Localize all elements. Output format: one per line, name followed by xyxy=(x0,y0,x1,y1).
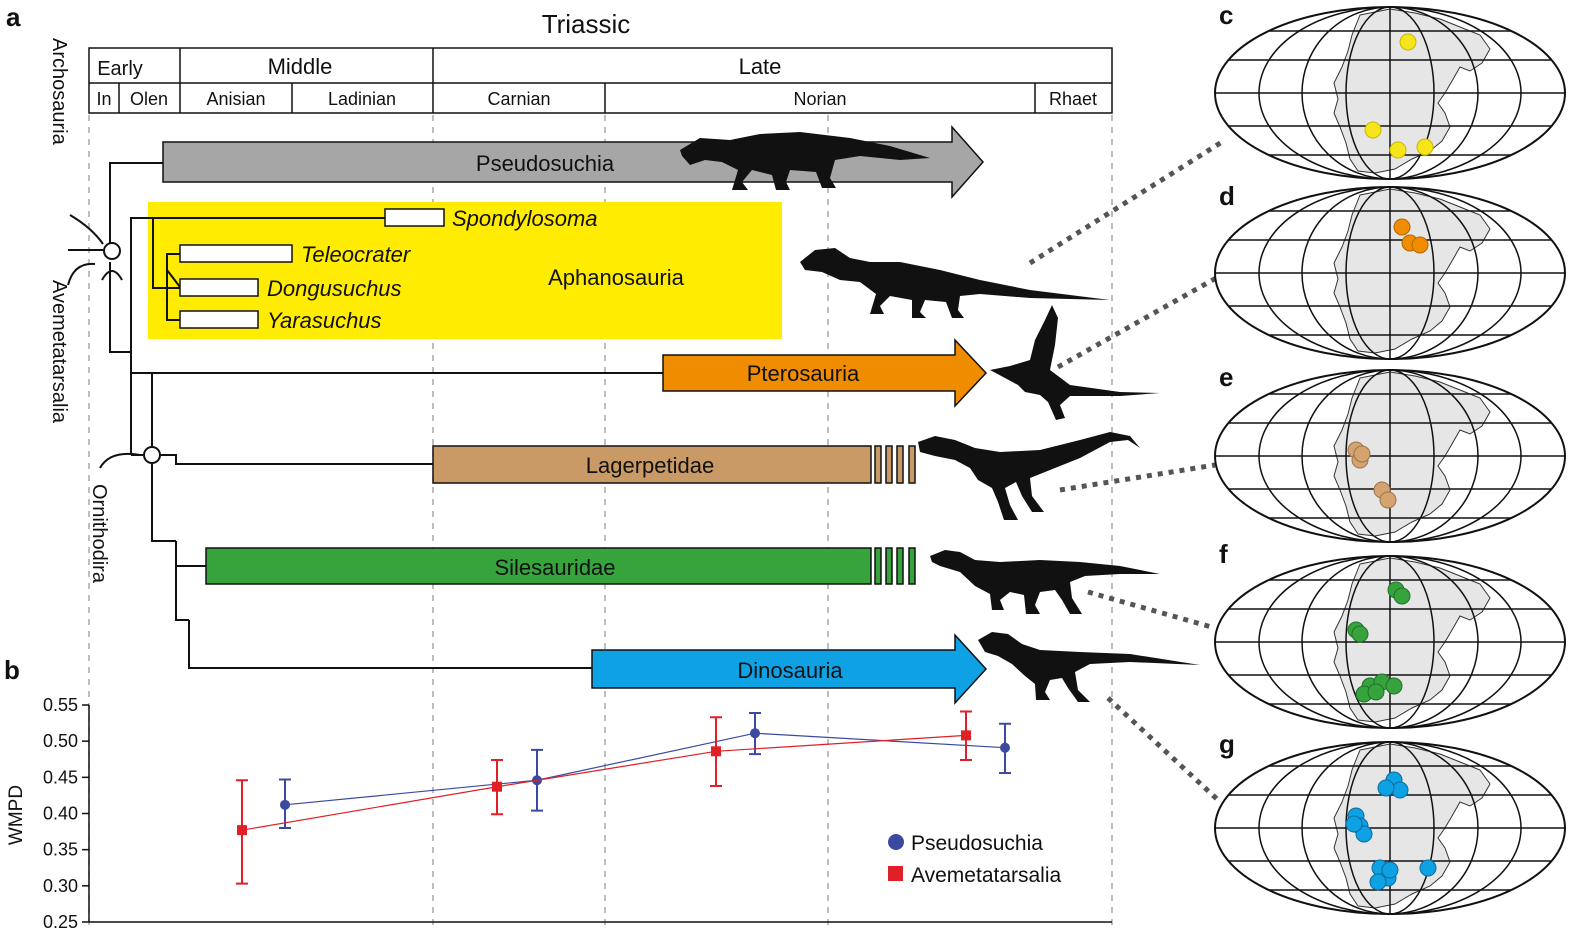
panel-label-e: e xyxy=(1219,362,1233,392)
y-tick-label: 0.25 xyxy=(43,912,78,932)
stage-ladinian: Ladinian xyxy=(328,89,396,109)
y-tick-label: 0.50 xyxy=(43,731,78,751)
spondylosoma-label: Spondylosoma xyxy=(452,206,598,231)
data-point xyxy=(711,746,721,757)
phylogeny-tree xyxy=(67,162,663,669)
stage-olen: Olen xyxy=(130,89,168,109)
series-line xyxy=(241,734,967,831)
pterosaur-silhouette xyxy=(990,305,1160,420)
data-point xyxy=(237,825,247,836)
legend-label-pseudosuchia: Pseudosuchia xyxy=(911,832,1043,855)
data-point xyxy=(961,730,971,741)
archosauria-node xyxy=(103,242,121,260)
y-axis-label: WMPD xyxy=(6,785,27,845)
map-d-localities xyxy=(1393,218,1429,254)
panel-label-b: b xyxy=(4,655,20,685)
pseudosuchia-label: Pseudosuchia xyxy=(476,151,615,176)
epoch-middle: Middle xyxy=(268,54,333,79)
stage-rhaet: Rhaet xyxy=(1049,89,1097,109)
y-tick-label: 0.55 xyxy=(43,695,78,715)
map-g-localities xyxy=(1345,771,1437,891)
y-tick-label: 0.30 xyxy=(43,876,78,896)
stage-in: In xyxy=(96,89,111,109)
dinosauria-label: Dinosauria xyxy=(737,658,843,683)
legend: Pseudosuchia Avemetatarsalia xyxy=(888,832,1062,887)
panel-label-g: g xyxy=(1219,729,1235,759)
map-f-localities xyxy=(1347,581,1411,703)
map-e xyxy=(1214,369,1566,543)
silesauridae-label: Silesauridae xyxy=(494,555,615,580)
silesauridae-bar xyxy=(205,547,916,585)
aphanosauria-label: Aphanosauria xyxy=(548,265,685,290)
panel-label-f: f xyxy=(1219,539,1228,569)
archosauria-label: Archosauria xyxy=(48,38,70,146)
teleocrater-bar xyxy=(179,244,293,263)
map-connectors xyxy=(1028,137,1227,802)
panel-label-c: c xyxy=(1219,0,1233,30)
y-tick-label: 0.40 xyxy=(43,804,78,824)
legend-marker-pseudosuchia xyxy=(888,834,904,850)
lagerpetidae-bar xyxy=(432,445,916,484)
pterosauria-label: Pterosauria xyxy=(747,361,860,386)
legend-marker-avemetatarsalia xyxy=(888,866,903,881)
map-c xyxy=(1214,6,1566,180)
data-point xyxy=(492,781,502,792)
series-avemetatarsalia xyxy=(236,710,972,885)
pseudosuchian-silhouette xyxy=(680,132,930,190)
spondylosoma-bar xyxy=(384,208,445,227)
y-tick-label: 0.45 xyxy=(43,767,78,787)
ornithodira-node xyxy=(143,446,161,464)
map-g xyxy=(1214,741,1566,915)
yarasuchus-label: Yarasuchus xyxy=(267,308,382,333)
timescale-table xyxy=(88,47,1113,114)
dongusuchus-bar xyxy=(179,278,259,297)
y-ticks: 0.55 0.50 0.45 0.40 0.35 0.30 0.25 xyxy=(43,695,89,932)
series-line xyxy=(284,732,1006,806)
dinosauria-arrow xyxy=(591,633,988,705)
epoch-early: Early xyxy=(97,58,143,80)
silesaurid-silhouette xyxy=(930,550,1160,614)
lagerpetid-silhouette xyxy=(918,432,1140,520)
stage-norian: Norian xyxy=(793,89,846,109)
map-f xyxy=(1214,555,1566,729)
series-layer xyxy=(236,710,1011,885)
stage-anisian: Anisian xyxy=(206,89,265,109)
dongusuchus-label: Dongusuchus xyxy=(267,276,402,301)
ornithodira-label: Ornithodira xyxy=(88,484,110,584)
data-point xyxy=(750,728,760,739)
data-point xyxy=(1000,742,1010,753)
y-tick-label: 0.35 xyxy=(43,840,78,860)
map-e-localities xyxy=(1347,441,1397,509)
legend-label-avemetatarsalia: Avemetatarsalia xyxy=(911,864,1062,887)
dinosaur-silhouette xyxy=(978,632,1200,702)
map-c-localities xyxy=(1364,33,1434,159)
map-d xyxy=(1214,186,1566,360)
avemetatarsalia-label: Avemetatarsalia xyxy=(48,280,70,424)
aphanosaur-silhouette xyxy=(800,248,1110,318)
pterosauria-arrow xyxy=(662,338,988,408)
teleocrater-label: Teleocrater xyxy=(301,242,412,267)
period-label: Triassic xyxy=(542,9,631,39)
avemetatarsalia-node xyxy=(101,270,123,281)
yarasuchus-bar xyxy=(179,310,259,329)
lagerpetidae-label: Lagerpetidae xyxy=(586,453,714,478)
stage-carnian: Carnian xyxy=(487,89,550,109)
series-pseudosuchia xyxy=(279,711,1011,829)
data-point xyxy=(280,799,290,810)
epoch-late: Late xyxy=(739,54,782,79)
panel-label-a: a xyxy=(6,2,21,32)
wmpd-chart: 0.55 0.50 0.45 0.40 0.35 0.30 0.25 WMPD Pseudo… xyxy=(6,695,1112,932)
panel-label-d: d xyxy=(1219,181,1235,211)
